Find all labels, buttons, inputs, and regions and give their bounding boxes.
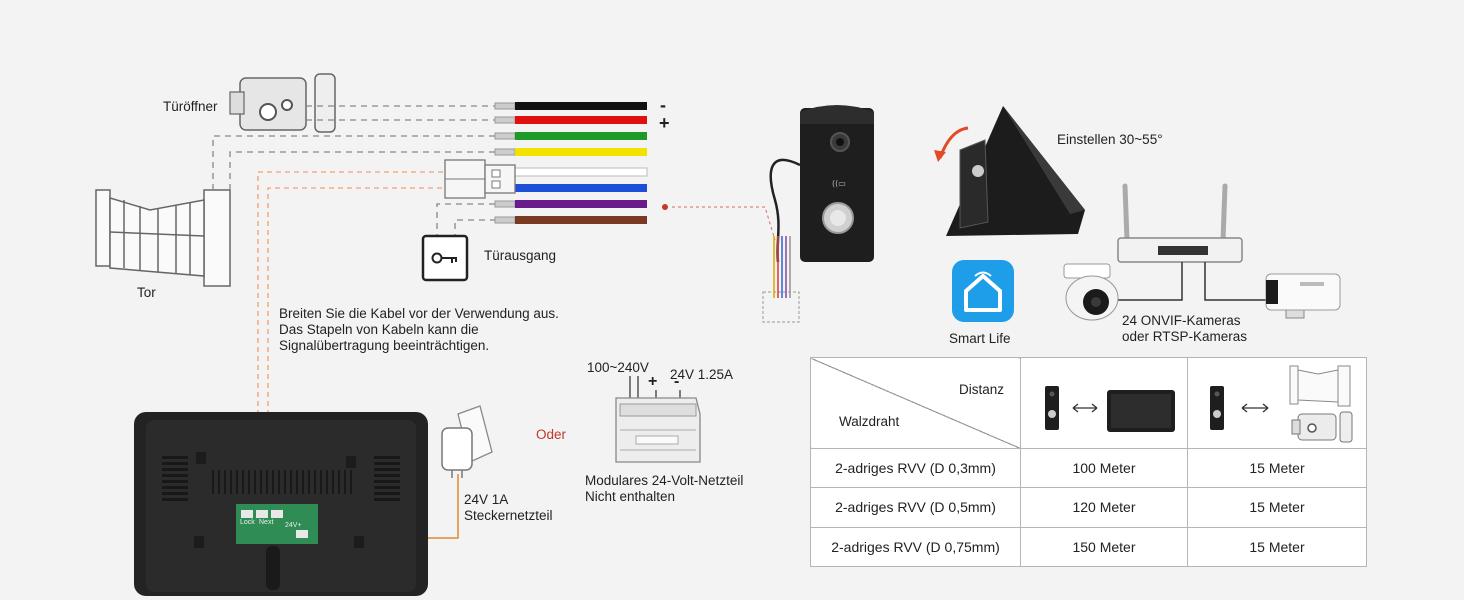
din-psu-label-line2: Nicht enthalten: [585, 489, 676, 504]
lock-distance-cell: 15 Meter: [1187, 487, 1367, 528]
table-row: 2-adriges RVV (D 0,75mm) 150 Meter 15 Me…: [810, 526, 1367, 568]
or-label: Oder: [536, 427, 567, 442]
monitor-distance-cell: 100 Meter: [1020, 447, 1188, 489]
input-voltage-label: 100~240V: [587, 360, 649, 375]
monitor-distance-header: [1020, 357, 1188, 449]
psu-minus-label: -: [674, 373, 680, 390]
doorbell-to-lock-icon: [1210, 365, 1353, 443]
orange-dashed-lines: [257, 171, 445, 505]
indoor-monitor-icon: [134, 412, 428, 596]
wire-bundle: [494, 102, 648, 224]
door-opener-label: Türöffner: [163, 99, 218, 114]
distance-table: Distanz Walzdraht: [810, 357, 1367, 568]
wire-cell: 2-adriges RVV (D 0,75mm): [810, 526, 1021, 568]
lock-distance-cell: 15 Meter: [1187, 526, 1367, 568]
door-opener-icon: [229, 73, 336, 133]
board-lock-label: Lock: [240, 519, 255, 526]
angle-wedge-icon: [934, 106, 1085, 236]
gate-icon: [95, 189, 231, 287]
smart-life-label: Smart Life: [949, 331, 1011, 346]
bullet-camera-icon: [1265, 273, 1341, 319]
connector-plug-icon: [444, 159, 516, 199]
dome-camera-icon: [1063, 263, 1119, 321]
lock-distance-header: [1187, 357, 1367, 449]
cable-note-line1: Breiten Sie die Kabel vor der Verwendung…: [279, 306, 559, 321]
angle-label: Einstellen 30~55°: [1057, 132, 1163, 147]
cable-note-line2: Das Stapeln von Kabeln kann die: [279, 322, 479, 337]
table-corner-cell: Distanz Walzdraht: [810, 357, 1021, 449]
router-icon: [1112, 183, 1272, 301]
table-row: 2-adriges RVV (D 0,3mm) 100 Meter 15 Met…: [810, 447, 1367, 489]
adapter-label-line2: Steckernetzteil: [464, 508, 553, 523]
board-24v-label: 24V+: [285, 522, 302, 529]
connection-to-doorbell: [662, 204, 800, 323]
minus-label: -: [660, 95, 666, 115]
smart-life-icon: [952, 260, 1014, 322]
table-header-row: Distanz Walzdraht: [810, 357, 1367, 449]
adapter-label-line1: 24V 1A: [464, 492, 509, 507]
wire-cell: 2-adriges RVV (D 0,5mm): [810, 487, 1021, 528]
monitor-distance-cell: 120 Meter: [1020, 487, 1188, 528]
monitor-distance-cell: 150 Meter: [1020, 526, 1188, 568]
board-next-label: Next: [259, 519, 274, 526]
exit-button-icon: [421, 234, 469, 282]
cameras-label-line2: oder RTSP-Kameras: [1122, 329, 1248, 344]
wall-adapter-icon: [312, 405, 493, 539]
psu-plus-label: +: [648, 373, 658, 390]
doorbell-to-monitor-icon: [1045, 386, 1175, 432]
din-psu-label: Modulares 24-Volt-Netzteil Nicht enthalt…: [585, 473, 743, 505]
cameras-label-line1: 24 ONVIF-Kameras: [1122, 313, 1241, 328]
dashed-lines: [212, 105, 495, 240]
plus-label: +: [659, 113, 670, 133]
table-row: 2-adriges RVV (D 0,5mm) 120 Meter 15 Met…: [810, 487, 1367, 528]
din-psu-icon: [615, 376, 701, 463]
exit-button-label: Türausgang: [484, 248, 557, 263]
wire-cell: 2-adriges RVV (D 0,3mm): [810, 447, 1021, 489]
adapter-label: 24V 1A Steckernetzteil: [464, 492, 553, 524]
cable-note-line3: Signalübertragung beeinträchtigen.: [279, 338, 490, 353]
lock-distance-cell: 15 Meter: [1187, 447, 1367, 489]
gate-label: Tor: [137, 285, 156, 300]
wire-header: Walzdraht: [839, 414, 900, 429]
doorbell-camera-icon: ((▭: [769, 105, 874, 298]
din-psu-label-line1: Modulares 24-Volt-Netzteil: [585, 473, 744, 488]
output-voltage-label: 24V 1.25A: [670, 367, 734, 382]
cameras-label: 24 ONVIF-Kameras oder RTSP-Kameras: [1122, 313, 1247, 345]
cable-note: Breiten Sie die Kabel vor der Verwendung…: [279, 306, 559, 354]
svg-text:((▭: ((▭: [832, 179, 846, 188]
distance-header: Distanz: [958, 382, 1004, 397]
